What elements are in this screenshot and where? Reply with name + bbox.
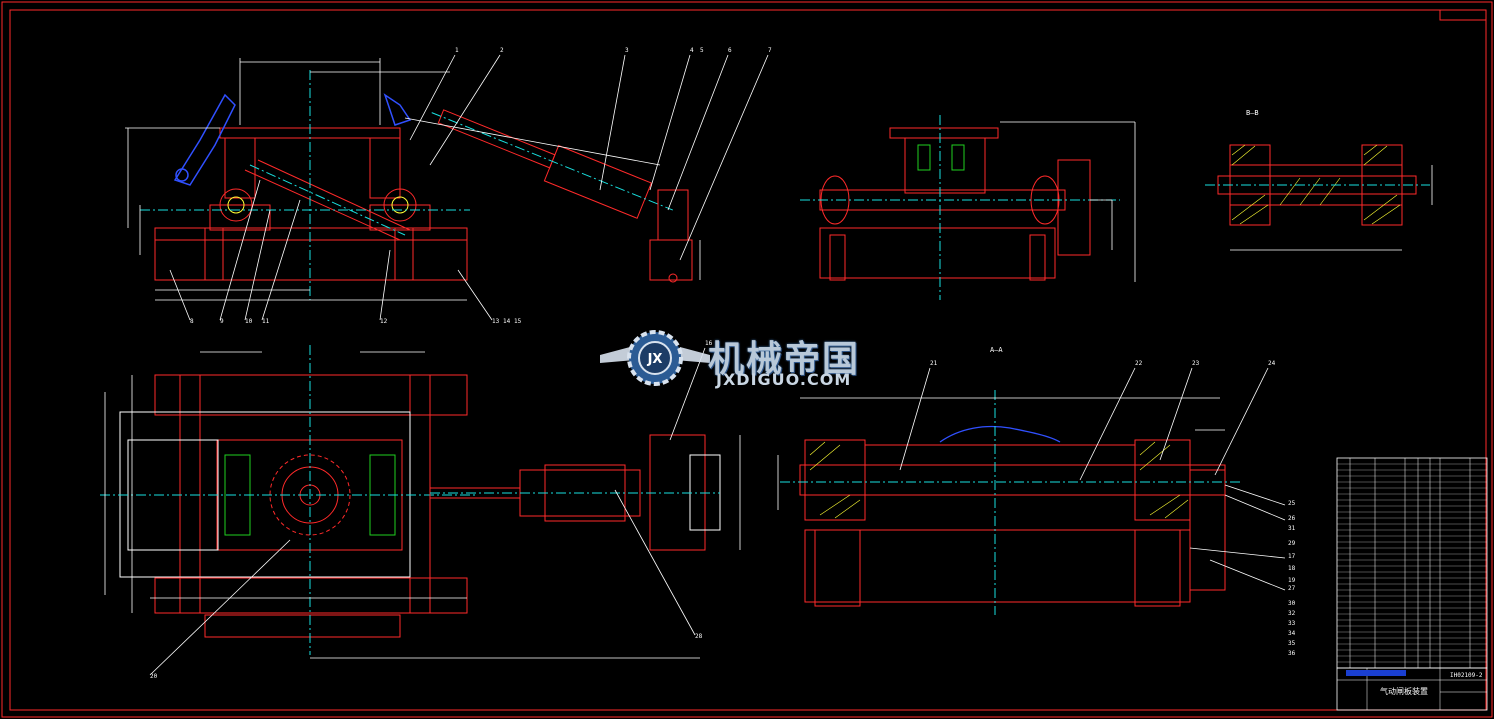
part-balloon-28: 28 bbox=[695, 633, 703, 640]
title-block: 气动闸板装置 IH02109-2 bbox=[1336, 667, 1488, 711]
watermark-gear-icon: JX bbox=[600, 330, 710, 386]
part-balloon-24: 24 bbox=[1268, 360, 1276, 367]
front-view bbox=[125, 54, 769, 321]
part-balloon-11: 11 bbox=[262, 318, 270, 325]
part-balloon-6: 6 bbox=[728, 47, 732, 54]
parts-list-rows bbox=[1337, 463, 1487, 663]
part-balloon-8: 8 bbox=[190, 318, 194, 325]
part-balloon-20: 20 bbox=[150, 673, 158, 680]
part-balloon-14: 14 bbox=[503, 318, 511, 325]
drawing-frame-inner bbox=[9, 9, 1487, 711]
part-balloon-26: 26 bbox=[1288, 515, 1296, 522]
part-balloon-34: 34 bbox=[1288, 630, 1296, 637]
part-balloon-22: 22 bbox=[1135, 360, 1143, 367]
part-balloon-25: 25 bbox=[1288, 500, 1296, 507]
part-balloon-10: 10 bbox=[245, 318, 253, 325]
part-balloon-4: 4 bbox=[690, 47, 694, 54]
part-balloon-13: 13 bbox=[492, 318, 500, 325]
part-balloon-2: 2 bbox=[500, 47, 504, 54]
watermark-badge: JX bbox=[647, 352, 663, 367]
top-view bbox=[100, 345, 741, 676]
section-bb: B—B bbox=[1205, 109, 1433, 251]
watermark-cn-text: 机械帝国 bbox=[708, 339, 861, 380]
part-balloon-31: 31 bbox=[1288, 525, 1296, 532]
part-balloon-3: 3 bbox=[625, 47, 629, 54]
part-balloon-32: 32 bbox=[1288, 610, 1296, 617]
part-balloon-1: 1 bbox=[455, 47, 459, 54]
part-balloon-17: 17 bbox=[1288, 553, 1296, 560]
part-balloon-30: 30 bbox=[1288, 600, 1296, 607]
drawing-title: 气动闸板装置 bbox=[1380, 686, 1428, 696]
part-balloon-12: 12 bbox=[380, 318, 388, 325]
part-balloon-29: 29 bbox=[1288, 540, 1296, 547]
parts-list bbox=[1336, 457, 1488, 669]
part-balloon-21: 21 bbox=[930, 360, 938, 367]
part-balloon-35: 35 bbox=[1288, 640, 1296, 647]
drawing-number: IH02109-2 bbox=[1450, 672, 1483, 679]
part-balloon-36: 36 bbox=[1288, 650, 1296, 657]
part-balloon-15: 15 bbox=[514, 318, 522, 325]
part-balloon-16: 16 bbox=[705, 340, 713, 347]
section-aa: A—A bbox=[777, 346, 1286, 615]
watermark-en-text: JXDIGUO.COM bbox=[716, 370, 852, 389]
top-right-marker bbox=[1439, 9, 1487, 21]
part-balloon-7: 7 bbox=[768, 47, 772, 54]
part-balloon-33: 33 bbox=[1288, 620, 1296, 627]
part-balloon-9: 9 bbox=[220, 318, 224, 325]
part-balloon-23: 23 bbox=[1192, 360, 1200, 367]
part-balloon-5: 5 bbox=[700, 47, 704, 54]
view-label-aa: A—A bbox=[990, 346, 1003, 354]
part-balloon-18: 18 bbox=[1288, 565, 1296, 572]
part-balloon-27: 27 bbox=[1288, 585, 1296, 592]
part-balloon-19: 19 bbox=[1288, 577, 1296, 584]
side-view bbox=[800, 115, 1136, 300]
view-label-bb: B—B bbox=[1246, 109, 1259, 117]
